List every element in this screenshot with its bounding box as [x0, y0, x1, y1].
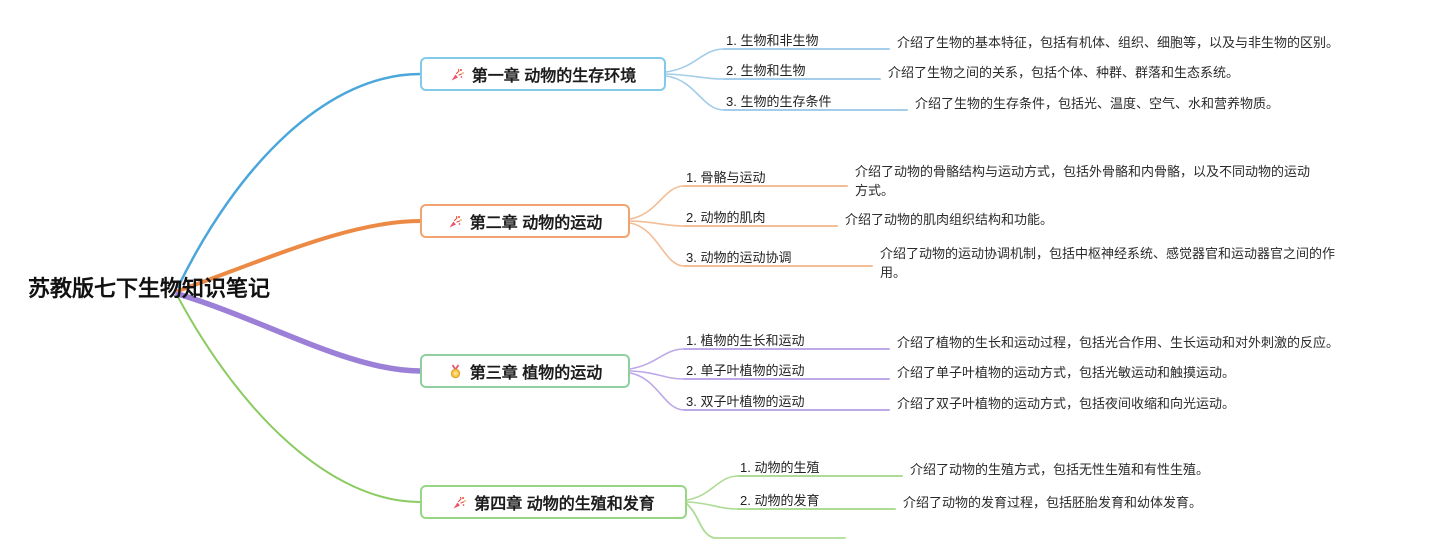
- subtopic-summary[interactable]: 介绍了动物的运动协调机制，包括中枢神经系统、感觉器官和运动器官之间的作用。: [880, 246, 1336, 280]
- chapter-title: 第四章 动物的生殖和发育: [474, 496, 655, 513]
- subtopic-node[interactable]: 3. 生物的生存条件: [726, 94, 832, 109]
- sub-curve: [629, 348, 685, 370]
- sub-curve: [629, 370, 685, 380]
- sub-curve: [629, 372, 685, 411]
- subtopic-summary[interactable]: 介绍了动物的生殖方式，包括无性生殖和有性生殖。: [910, 462, 1210, 477]
- subtopic-node[interactable]: 3. 动物的运动协调: [686, 250, 792, 265]
- branch-curve-chapter2: [176, 219, 422, 293]
- subtopic-node[interactable]: 2. 单子叶植物的运动: [686, 363, 805, 378]
- chapter-node-3[interactable]: 第三章 植物的运动: [420, 354, 630, 388]
- sub-curve: [629, 185, 685, 220]
- sub-curve: [629, 220, 685, 227]
- subtopic-node[interactable]: 3. 双子叶植物的运动: [686, 394, 805, 409]
- root-topic[interactable]: 苏教版七下生物知识笔记: [28, 276, 271, 301]
- confetti-icon: [452, 495, 467, 510]
- subtopic-summary[interactable]: 介绍了动物的发育过程，包括胚胎发育和幼体发育。: [903, 495, 1203, 510]
- subtopic-summary[interactable]: 介绍了生物之间的关系，包括个体、种群、群落和生态系统。: [888, 65, 1240, 80]
- chapter-title: 第二章 动物的运动: [469, 215, 603, 232]
- sub-curve: [686, 501, 739, 510]
- chapter-node-4[interactable]: 第四章 动物的生殖和发育: [420, 485, 687, 519]
- subtopic-node[interactable]: 1. 动物的生殖: [740, 460, 820, 475]
- subtopic-summary[interactable]: 介绍了动物的骨骼结构与运动方式，包括外骨骼和内骨骼，以及不同动物的运动方式。: [855, 164, 1311, 198]
- confetti-icon: [450, 67, 465, 82]
- branch-curve-chapter4: [177, 296, 421, 503]
- subtopic-node[interactable]: 2. 动物的发育: [740, 493, 820, 508]
- medal-icon: [448, 364, 463, 379]
- subtopic-summary[interactable]: 介绍了双子叶植物的运动方式，包括夜间收缩和向光运动。: [897, 396, 1236, 411]
- sub-curve: [665, 73, 725, 80]
- subtopic-summary[interactable]: 介绍了动物的肌肉组织结构和功能。: [845, 212, 1054, 227]
- subtopic-summary[interactable]: 介绍了生物的基本特征，包括有机体、组织、细胞等，以及与非生物的区别。: [897, 35, 1340, 50]
- subtopic-node[interactable]: 1. 生物和非生物: [726, 33, 819, 48]
- chapter-node-2[interactable]: 第二章 动物的运动: [420, 204, 630, 238]
- sub-curve: [665, 48, 725, 73]
- subtopic-summary[interactable]: 介绍了生物的生存条件，包括光、温度、空气、水和营养物质。: [915, 96, 1280, 111]
- chapter-title: 第三章 植物的运动: [469, 365, 603, 382]
- branch-curve-chapter1: [176, 72, 422, 289]
- subtopic-node[interactable]: 2. 动物的肌肉: [686, 210, 766, 225]
- subtopic-node[interactable]: 1. 骨骼与运动: [686, 170, 766, 185]
- subtopic-summary[interactable]: 介绍了单子叶植物的运动方式，包括光敏运动和触摸运动。: [897, 365, 1236, 380]
- sub-curve-clipped: [686, 503, 846, 539]
- chapter-title: 第一章 动物的生存环境: [471, 68, 637, 85]
- branch-curve-chapter3: [175, 291, 423, 374]
- chapter-node-1[interactable]: 第一章 动物的生存环境: [420, 57, 666, 91]
- sub-curve: [686, 475, 739, 501]
- sub-curve: [665, 75, 725, 111]
- subtopic-node[interactable]: 1. 植物的生长和运动: [686, 333, 805, 348]
- subtopic-summary[interactable]: 介绍了植物的生长和运动过程，包括光合作用、生长运动和对外刺激的反应。: [897, 335, 1340, 350]
- subtopic-node[interactable]: 2. 生物和生物: [726, 63, 806, 78]
- sub-curve: [629, 222, 685, 267]
- confetti-icon: [448, 214, 463, 229]
